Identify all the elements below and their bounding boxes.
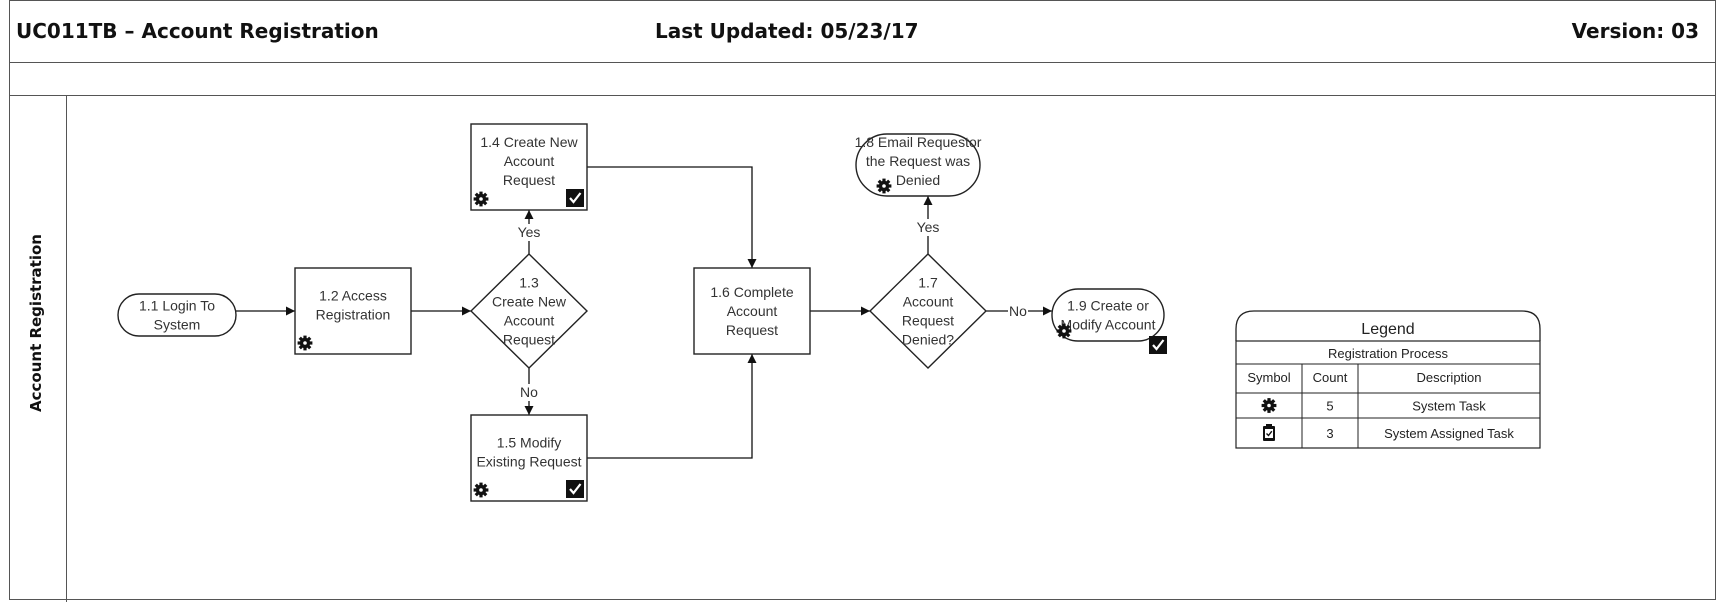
terminator-shape: [117, 293, 237, 337]
legend-box-top: [1235, 310, 1541, 341]
gear-icon: [297, 335, 313, 351]
node-label: 1.1 Login To: [139, 298, 215, 314]
edge-label: No: [1009, 303, 1027, 319]
node-label: 1.9 Create or: [1067, 298, 1149, 314]
checkbox-icon: [1147, 334, 1169, 356]
legend-box: [1235, 340, 1541, 449]
legend-description: System Assigned Task: [1384, 426, 1514, 441]
node-label: Account: [903, 294, 954, 310]
page-title: UC011TB – Account Registration: [16, 19, 379, 43]
header-divider: [9, 62, 1716, 63]
node-n1-1: 1.1 Login To System: [117, 293, 237, 337]
clipboard-check-icon: [1262, 423, 1276, 442]
node-label: Request: [503, 332, 555, 348]
edge-label: Yes: [518, 224, 541, 240]
legend-count: 5: [1326, 399, 1333, 414]
legend-count: 3: [1326, 426, 1333, 441]
node-label: 1.6 Complete: [710, 284, 793, 300]
node-label: 1.3: [519, 275, 539, 291]
node-label: Account: [504, 153, 555, 169]
node-label: Account: [504, 313, 555, 329]
legend-description: System Task: [1412, 399, 1486, 414]
terminator-shape: [1051, 288, 1165, 342]
diagram-frame: [9, 0, 1716, 600]
node-label: Registration: [316, 307, 391, 323]
node-label: 1.8 Email Requestor: [855, 134, 982, 150]
process-box: [294, 267, 412, 355]
lane-divider: [66, 95, 67, 602]
gear-icon: [1261, 398, 1277, 413]
legend-title: Legend: [1361, 321, 1414, 338]
node-label: Request: [503, 172, 555, 188]
node-label: System: [154, 317, 201, 333]
node-label: the Request was: [866, 153, 970, 169]
edge-n1-5-to-n1-6: [587, 354, 757, 459]
node-label: 1.7: [918, 275, 938, 291]
checkbox-icon: [564, 478, 586, 500]
decision-diamond: [869, 253, 987, 369]
gear-icon: [473, 191, 489, 207]
legend-column-header: Count: [1313, 370, 1348, 385]
node-label: Account: [727, 303, 778, 319]
legend-column-header: Description: [1416, 370, 1481, 385]
node-label: Request: [902, 313, 954, 329]
legend-column-header: Symbol: [1247, 370, 1290, 385]
node-label: Denied: [896, 172, 940, 188]
nodes-layer: 1.1 Login To System 1.2 AccessRegistration…: [117, 123, 1169, 502]
node-label: 1.2 Access: [319, 288, 387, 304]
edge-label: No: [520, 384, 538, 400]
edge-n1-4-to-n1-6: [587, 166, 757, 268]
terminator-shape: [855, 133, 981, 197]
gear-icon: [876, 178, 892, 194]
process-box: [693, 267, 811, 355]
last-updated-label: Last Updated: 05/23/17: [655, 19, 919, 43]
version-label: Version: 03: [1571, 19, 1699, 43]
node-label: Request: [726, 322, 778, 338]
node-label: 1.4 Create New: [480, 134, 578, 150]
node-label: Denied?: [902, 332, 954, 348]
gear-icon: [473, 482, 489, 498]
node-label: 1.5 Modify: [497, 435, 562, 451]
node-n1-9: 1.9 Create or Modify Account: [1051, 288, 1169, 356]
node-label: Existing Request: [476, 454, 581, 470]
decision-diamond: [470, 253, 588, 369]
node-label: Create New: [492, 294, 567, 310]
lane-top-divider: [9, 95, 1716, 96]
node-label: Modify Account: [1061, 317, 1156, 333]
edge-label: Yes: [917, 219, 940, 235]
legend-subtitle: Registration Process: [1328, 346, 1448, 361]
gear-icon: [1056, 323, 1072, 339]
checkbox-icon: [564, 187, 586, 209]
